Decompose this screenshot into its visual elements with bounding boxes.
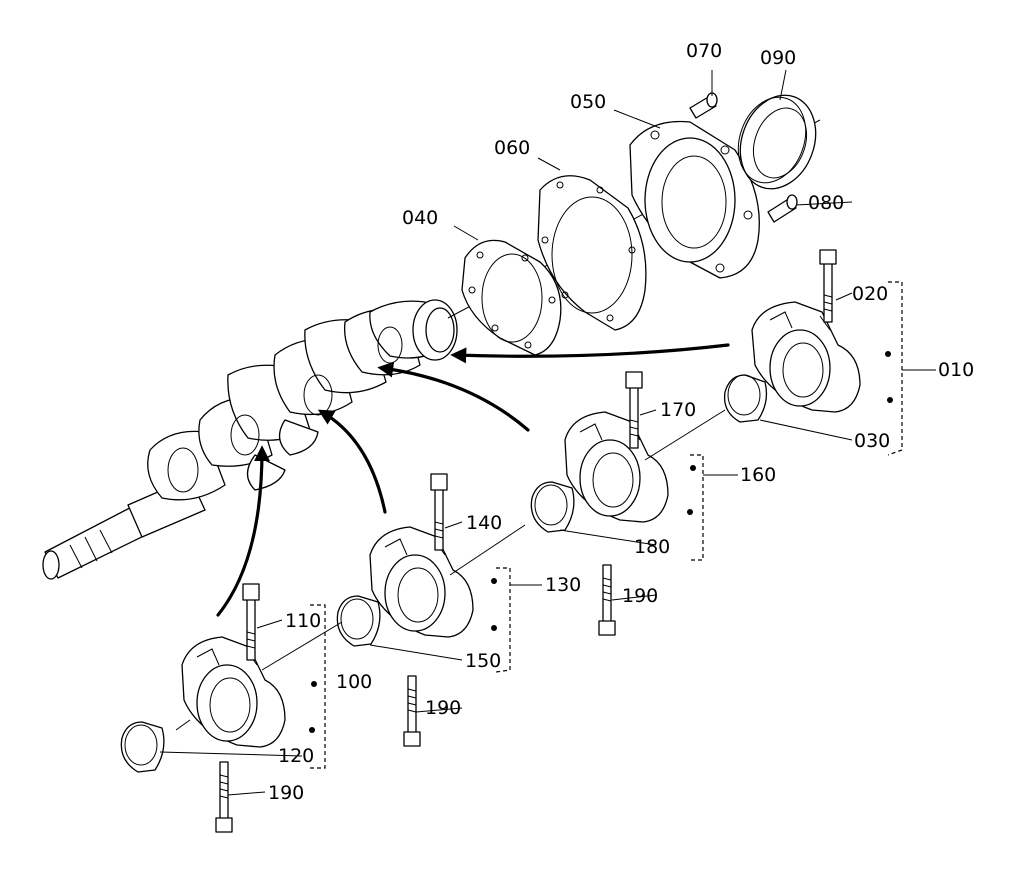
part-100-bearing-shell	[120, 721, 165, 773]
label-180: 180	[634, 536, 670, 558]
part-130-bearing-cap	[369, 526, 474, 638]
assembly-arrows	[216, 343, 730, 617]
part-080-bolt	[767, 194, 798, 223]
label-070: 070	[686, 40, 722, 62]
label-120: 120	[278, 745, 314, 767]
label-130: 130	[545, 574, 581, 596]
part-110-bolt	[242, 583, 260, 661]
part-180-bearing-shell	[530, 481, 575, 533]
label-090: 090	[760, 47, 796, 69]
label-160: 160	[740, 464, 776, 486]
part-070-bolt	[689, 92, 718, 119]
part-050-housing	[629, 120, 760, 279]
label-140: 140	[466, 512, 502, 534]
part-160-bearing-cap	[564, 411, 669, 523]
part-170-bolt	[625, 371, 643, 449]
label-190-b: 190	[425, 697, 461, 719]
crankshaft	[42, 299, 458, 580]
label-110: 110	[285, 610, 321, 632]
part-060-gasket	[537, 175, 647, 331]
part-040-gasket	[461, 239, 562, 356]
label-190-c: 190	[622, 585, 658, 607]
label-170: 170	[660, 399, 696, 421]
label-060: 060	[494, 137, 530, 159]
part-020-bolt	[819, 249, 837, 323]
label-030: 030	[854, 430, 890, 452]
part-030-bearing-shell	[723, 374, 768, 423]
part-140-bolt	[430, 473, 448, 551]
part-150-bearing-shell	[336, 595, 381, 647]
label-150: 150	[465, 650, 501, 672]
part-190-bolt-a	[215, 761, 233, 833]
label-080: 080	[808, 192, 844, 214]
label-050: 050	[570, 91, 606, 113]
part-190-bolt-c	[598, 564, 616, 636]
part-010-bearing-housing	[751, 301, 861, 413]
part-120-bearing-cap	[181, 636, 286, 748]
leader-lines	[159, 69, 936, 796]
label-020: 020	[852, 283, 888, 305]
part-labels: 070 090 050 060 080 040 020 010 170 030 …	[268, 40, 974, 804]
part-090-oil-seal	[737, 94, 817, 190]
group-brackets	[310, 281, 903, 769]
label-010: 010	[938, 359, 974, 381]
part-190-bolt-b	[403, 675, 421, 747]
label-100: 100	[336, 671, 372, 693]
label-040: 040	[402, 207, 438, 229]
label-190-a: 190	[268, 782, 304, 804]
